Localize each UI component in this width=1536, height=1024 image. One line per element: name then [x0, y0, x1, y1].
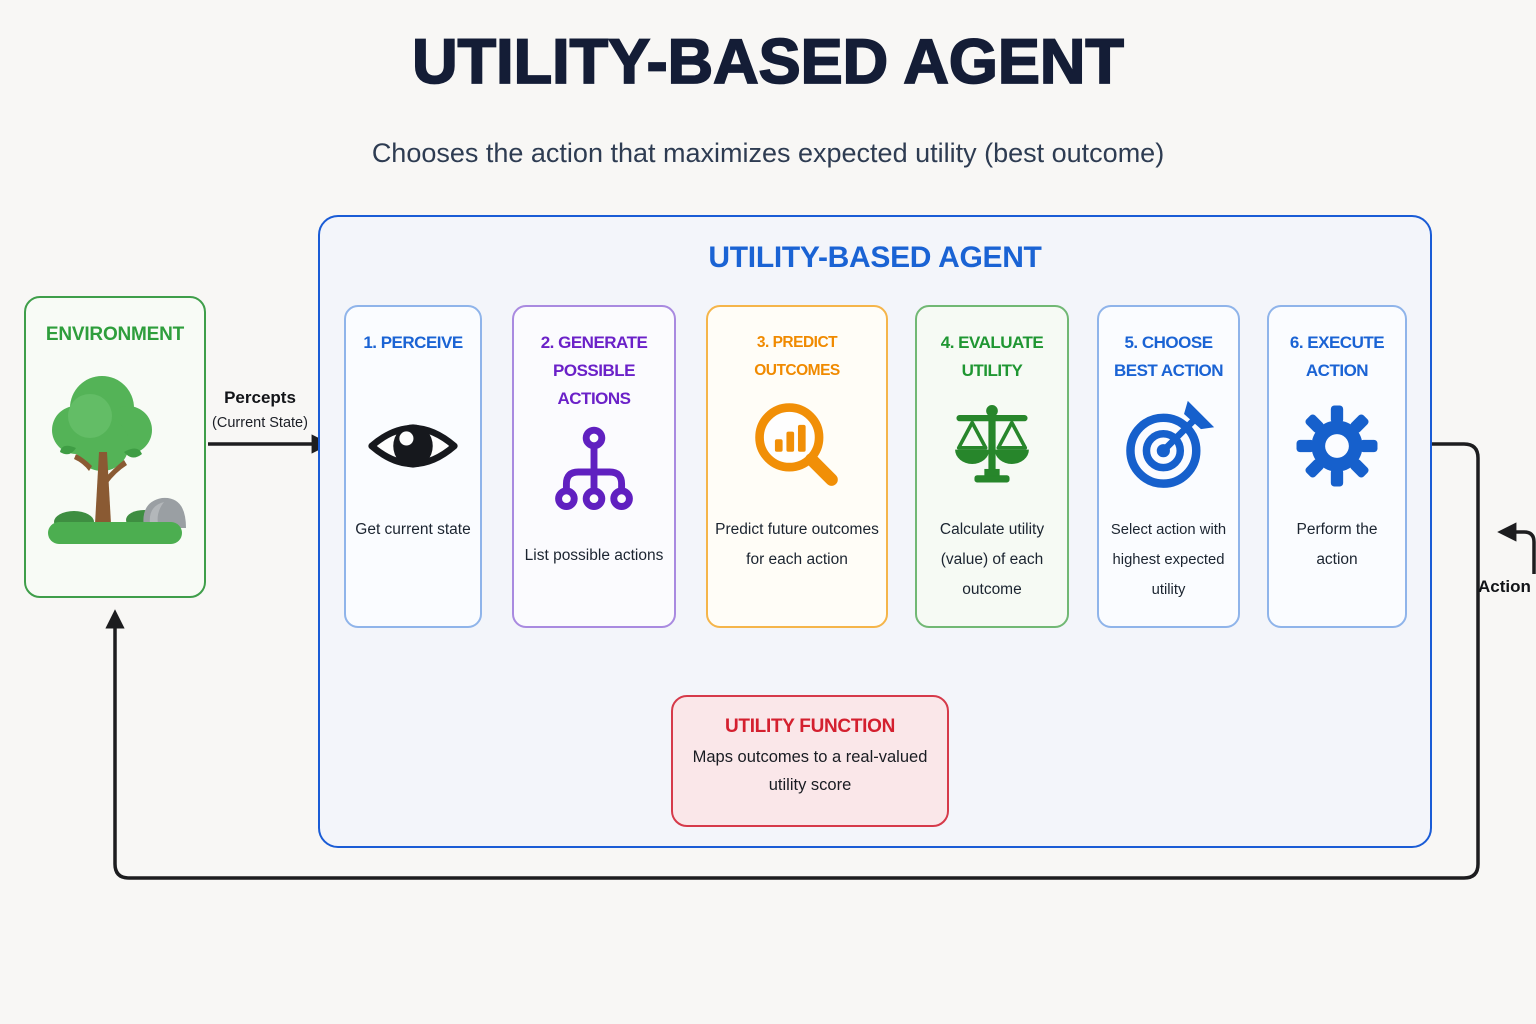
step-card-evaluate-utility: 4. EVALUATE UTILITY Calculate utility (v…: [915, 305, 1069, 628]
step-description: Calculate utility (value) of each outcom…: [939, 521, 1045, 598]
step-title: 1. PERCEIVE: [363, 333, 463, 352]
environment-box: ENVIRONMENT: [24, 296, 206, 598]
balance-scale-icon: [947, 387, 1037, 505]
step-card-execute-action: 6. EXECUTE ACTION Perform the action: [1267, 305, 1407, 628]
step-card-predict-outcomes: 3. PREDICT OUTCOMES Predict future outco…: [706, 305, 888, 628]
utility-function-title: UTILITY FUNCTION: [724, 716, 896, 737]
environment-illustration: [48, 376, 186, 544]
step-description: Select action with highest expected util…: [1110, 522, 1227, 598]
step-card-perceive: 1. PERCEIVE Get current state: [344, 305, 482, 628]
page-subtitle: Chooses the action that maximizes expect…: [371, 138, 1165, 168]
utility-function-box: UTILITY FUNCTION Maps outcomes to a real…: [671, 695, 949, 827]
grass-icon: [48, 522, 182, 544]
magnifier-chart-icon: [749, 387, 845, 505]
rock-icon: [143, 497, 186, 528]
tree-icon: [52, 376, 152, 524]
page-title: UTILITY-BASED AGENT: [411, 26, 1124, 98]
target-dart-icon: [1122, 387, 1216, 505]
action-elbow-arrow: [1497, 522, 1536, 574]
step-title: 2. GENERATE POSSIBLE ACTIONS: [540, 333, 648, 408]
action-label: Action: [1478, 577, 1531, 596]
step-card-generate-actions: 2. GENERATE POSSIBLE ACTIONS List possib…: [512, 305, 676, 628]
step-description: Predict future outcomes for each action: [715, 521, 879, 568]
step-card-choose-best-action: 5. CHOOSE BEST ACTION Select action with…: [1097, 305, 1240, 628]
percepts-label: Percepts: [224, 388, 296, 407]
step-title: 6. EXECUTE ACTION: [1289, 333, 1385, 380]
gear-icon: [1293, 387, 1381, 505]
step-description: Perform the action: [1296, 521, 1378, 568]
environment-label: ENVIRONMENT: [45, 324, 185, 345]
step-title: 4. EVALUATE UTILITY: [940, 333, 1044, 380]
branch-icon: [548, 413, 640, 531]
step-title: 5. CHOOSE BEST ACTION: [1113, 333, 1224, 380]
step-title: 3. PREDICT OUTCOMES: [754, 334, 840, 379]
step-description: Get current state: [355, 521, 471, 538]
utility-function-description: Maps outcomes to a real-valued utility s…: [692, 748, 928, 794]
eye-icon: [366, 387, 460, 505]
percepts-sublabel: (Current State): [212, 415, 308, 431]
step-description: List possible actions: [524, 547, 664, 564]
agent-container-title: UTILITY-BASED AGENT: [708, 241, 1042, 274]
